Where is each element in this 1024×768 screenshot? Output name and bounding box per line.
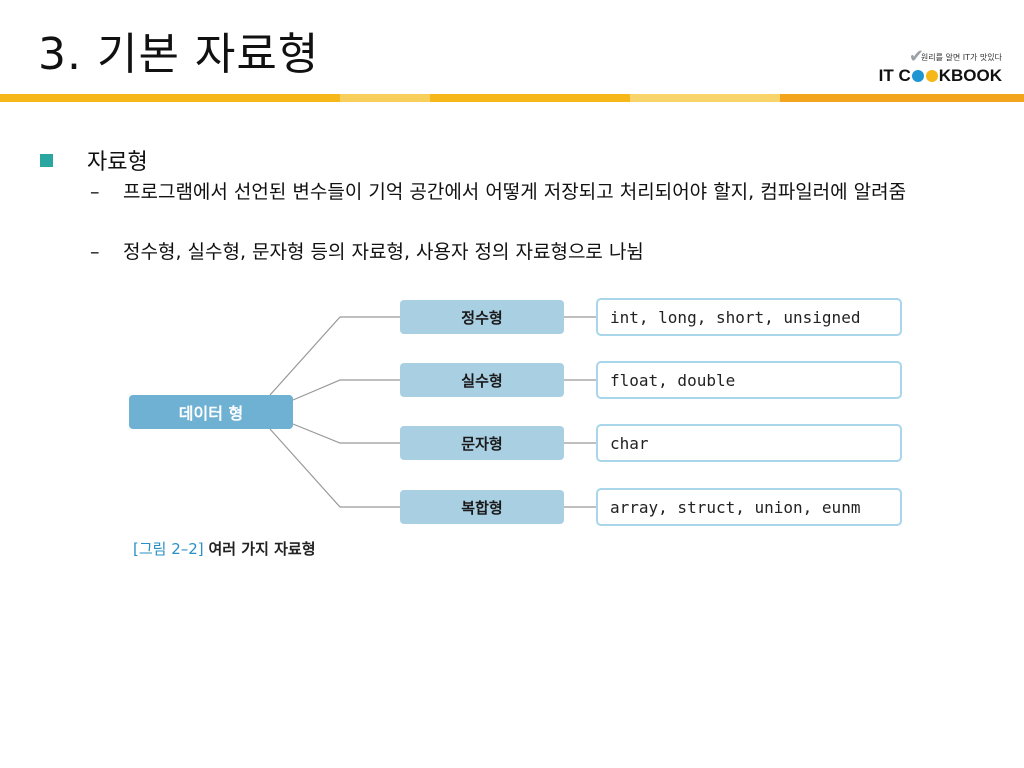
logo-word-prefix: IT C (878, 66, 911, 85)
example-node-compound: array, struct, union, eunm (596, 488, 902, 526)
example-node-float: float, double (596, 361, 902, 399)
header-stripe (0, 94, 1024, 102)
category-node-integer: 정수형 (400, 300, 564, 334)
it-cookbook-logo: ✔ 원리를 알면 IT가 맛있다 IT C KBOOK (802, 46, 1002, 92)
stripe-segment (630, 94, 780, 102)
category-node-compound: 복합형 (400, 490, 564, 524)
logo-tagline: 원리를 알면 IT가 맛있다 (920, 53, 1002, 62)
logo-dot-yellow (925, 70, 938, 82)
example-node-integer: int, long, short, unsigned (596, 298, 902, 336)
category-node-char: 문자형 (400, 426, 564, 460)
connector-line (269, 316, 400, 396)
example-node-char: char (596, 424, 902, 462)
caption-text: 여러 가지 자료형 (208, 540, 316, 558)
sub-bullet-1: – 프로그램에서 선언된 변수들이 기억 공간에서 어떻게 저장되고 처리되어야… (90, 180, 970, 230)
logo-word-suffix: KBOOK (938, 66, 1002, 85)
slide-title: 3. 기본 자료형 (38, 29, 320, 80)
dash-icon: – (90, 241, 100, 263)
category-node-float: 실수형 (400, 363, 564, 397)
connector-line (292, 423, 400, 444)
stripe-segment (0, 94, 340, 102)
figure-caption: [그림 2–2] 여러 가지 자료형 (133, 538, 316, 559)
dash-icon: – (90, 181, 100, 203)
stripe-segment (340, 94, 430, 102)
square-bullet-icon (40, 153, 53, 167)
logo-wordmark: IT C KBOOK (879, 66, 1002, 86)
bullet-main-text: 자료형 (87, 150, 148, 175)
stripe-segment (430, 94, 630, 102)
caption-number: [그림 2–2] (133, 540, 204, 558)
stripe-segment (780, 94, 1024, 102)
root-node: 데이터 형 (129, 395, 293, 429)
sub-bullet-2: – 정수형, 실수형, 문자형 등의 자료형, 사용자 정의 자료형으로 나뉨 (90, 240, 970, 265)
logo-dot-blue (911, 70, 924, 82)
connector-line (269, 428, 400, 508)
check-icon: ✔ (908, 46, 924, 67)
connector-line (292, 379, 400, 401)
sub-bullet-text: 정수형, 실수형, 문자형 등의 자료형, 사용자 정의 자료형으로 나뉨 (123, 241, 644, 263)
bullet-main: 자료형 (40, 144, 148, 176)
sub-bullet-text: 프로그램에서 선언된 변수들이 기억 공간에서 어떻게 저장되고 처리되어야 할… (123, 181, 907, 203)
